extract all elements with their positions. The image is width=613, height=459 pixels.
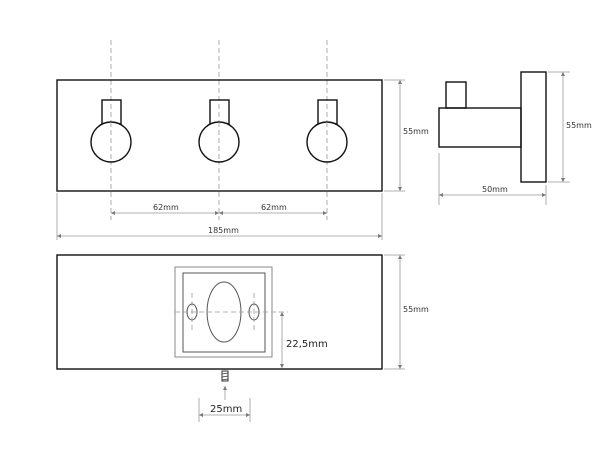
back-view: 22,5mm 55mm 25mm <box>56 254 429 422</box>
dim-back-height: 55mm <box>403 305 429 314</box>
dim-spacing-right: 62mm <box>261 203 287 212</box>
dim-mount-offset: 22,5mm <box>286 339 328 350</box>
side-view: 55mm 50mm <box>438 71 592 205</box>
front-plate <box>56 79 383 192</box>
wall-plate <box>520 71 547 183</box>
hook-tip <box>445 81 467 109</box>
front-view: 62mm 62mm 185mm 55mm <box>56 40 429 240</box>
dim-front-height: 55mm <box>403 127 429 136</box>
set-screw-icon <box>221 370 229 382</box>
mount-plate-inner <box>182 272 266 353</box>
hook-arm <box>438 107 522 148</box>
dim-screw-width: 25mm <box>210 404 242 415</box>
dim-total-width: 185mm <box>208 226 239 235</box>
dim-side-height: 55mm <box>566 121 592 130</box>
back-plate <box>56 254 383 370</box>
dim-side-depth: 50mm <box>482 185 508 194</box>
dim-spacing-left: 62mm <box>153 203 179 212</box>
